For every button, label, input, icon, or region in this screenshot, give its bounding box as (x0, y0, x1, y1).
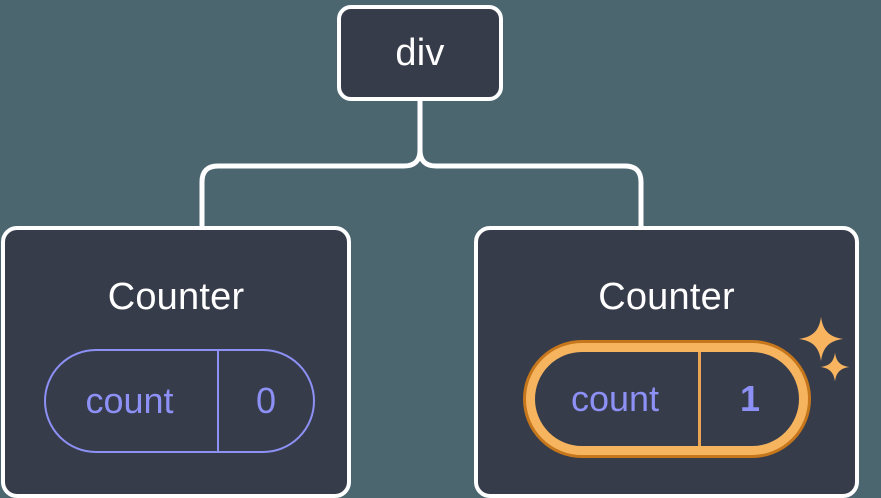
node-counter-left-title: Counter (107, 276, 245, 318)
node-root-div[interactable]: div (337, 5, 503, 101)
node-counter-right[interactable]: Counter count 1 (474, 226, 859, 498)
connector-right-branch (417, 98, 644, 231)
state-pill-count-right[interactable]: count 1 (523, 340, 811, 458)
node-counter-left[interactable]: Counter count 0 (1, 226, 351, 498)
node-counter-right-title: Counter (598, 276, 735, 318)
highlight-ring-outer (523, 340, 811, 458)
state-value-label: 1 (739, 378, 761, 419)
state-value-label: 0 (255, 380, 277, 421)
state-key-label: count (46, 351, 219, 451)
connector-left-branch (199, 98, 423, 231)
highlight-ring-inner: count 1 (526, 343, 808, 455)
node-root-label: div (395, 32, 445, 74)
state-pill-count-left[interactable]: count 0 (44, 349, 315, 453)
state-key-label: count (535, 352, 701, 446)
